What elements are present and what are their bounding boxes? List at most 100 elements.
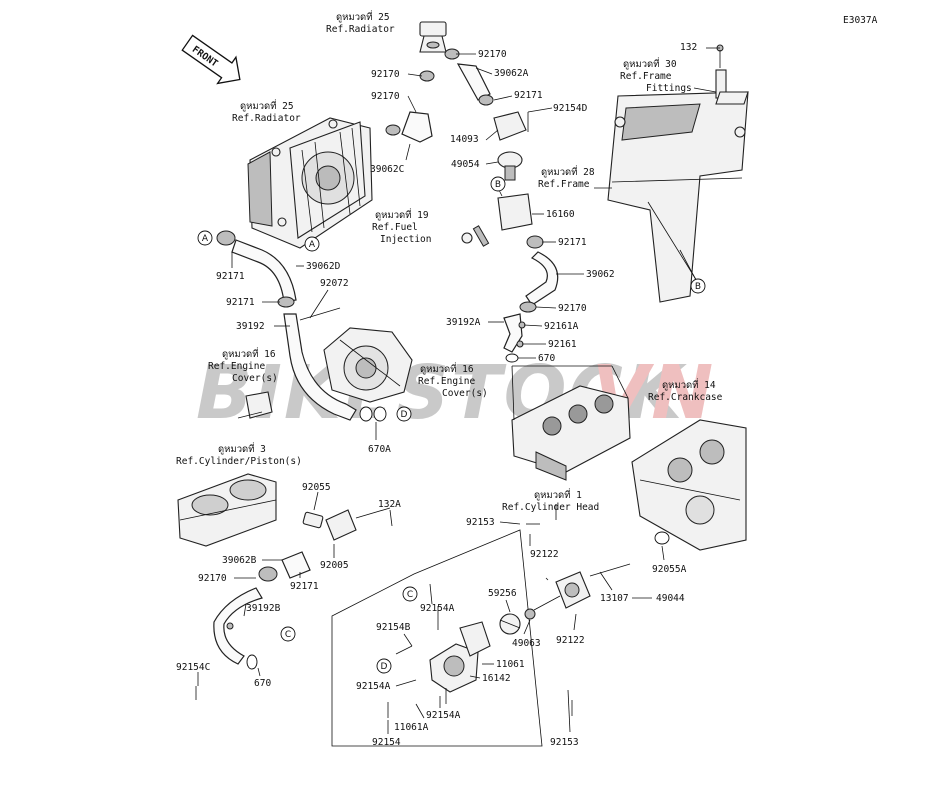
svg-text:Injection: Injection xyxy=(380,234,431,245)
lower-left-pipes-illustration xyxy=(195,507,391,700)
radiator-illustration xyxy=(247,117,373,249)
part-number: 92122 xyxy=(530,549,559,560)
part-number: 39062D xyxy=(306,261,341,272)
part-number: 39192B xyxy=(246,603,281,614)
svg-text:ดูหมวดที่ 28: ดูหมวดที่ 28 xyxy=(541,165,595,178)
svg-text:B: B xyxy=(495,180,501,190)
svg-text:C: C xyxy=(285,630,291,640)
cylinder-head-illustration xyxy=(511,365,631,481)
part-number: 39062A xyxy=(494,68,529,79)
part-number: 670A xyxy=(368,444,391,455)
part-number: 92161A xyxy=(544,321,579,332)
svg-text:ดูหมวดที่ 25: ดูหมวดที่ 25 xyxy=(240,99,294,112)
part-number: 14093 xyxy=(450,134,479,145)
part-number: 92170 xyxy=(371,69,400,80)
svg-text:C: C xyxy=(407,590,413,600)
part-number: 92154B xyxy=(376,622,411,633)
svg-text:B: B xyxy=(695,282,701,292)
svg-text:Cover(s): Cover(s) xyxy=(442,388,488,399)
ref-crankcase: ดูหมวดที่ 14 Ref.Crankcase xyxy=(648,378,723,403)
svg-text:ดูหมวดที่ 1: ดูหมวดที่ 1 xyxy=(534,488,582,501)
svg-text:Ref.Fuel: Ref.Fuel xyxy=(372,222,418,233)
callout-b-hose: B xyxy=(490,176,506,192)
leader-lines xyxy=(197,47,720,734)
cylinder-illustration xyxy=(177,473,277,547)
part-number: 92055 xyxy=(302,482,331,493)
part-number: 92161 xyxy=(548,339,577,350)
part-number: 92170 xyxy=(198,573,227,584)
part-number: 92154C xyxy=(176,662,210,673)
part-number: 92154A xyxy=(356,681,391,692)
part-number: 92154A xyxy=(420,603,455,614)
svg-text:ดูหมวดที่ 19: ดูหมวดที่ 19 xyxy=(375,208,429,221)
callout-c-pump: C xyxy=(402,586,418,602)
part-number: 49044 xyxy=(656,593,685,604)
svg-text:ดูหมวดที่ 16: ดูหมวดที่ 16 xyxy=(420,362,474,375)
part-number: 39192 xyxy=(236,321,265,332)
ref-frame-fittings: ดูหมวดที่ 30 Ref.Frame Fittings xyxy=(620,57,692,94)
left-hoses-illustration xyxy=(216,230,387,422)
water-pump-illustration xyxy=(331,523,670,747)
svg-text:D: D xyxy=(381,662,388,672)
svg-text:Ref.Cylinder/Piston(s): Ref.Cylinder/Piston(s) xyxy=(176,456,302,467)
part-number: 92170 xyxy=(558,303,587,314)
svg-text:Ref.Crankcase: Ref.Crankcase xyxy=(648,392,723,403)
part-number: 39062 xyxy=(586,269,615,280)
part-number: 132 xyxy=(680,42,697,53)
part-number: 13107 xyxy=(600,593,629,604)
svg-text:ดูหมวดที่ 25: ดูหมวดที่ 25 xyxy=(336,10,390,23)
part-number: 16142 xyxy=(482,673,511,684)
engine-cover-illustration xyxy=(323,327,413,403)
ref-radiator-top: ดูหมวดที่ 25 Ref.Radiator xyxy=(326,10,395,35)
part-number-labels: 92170 39062A 92171 92154D 92170 92170 14… xyxy=(176,42,697,748)
svg-text:Ref.Radiator: Ref.Radiator xyxy=(326,24,395,35)
part-number: 92153 xyxy=(466,517,495,528)
part-number: 92154A xyxy=(426,710,461,721)
svg-text:D: D xyxy=(401,410,408,420)
part-number: 11061 xyxy=(496,659,525,670)
ref-radiator-left: ดูหมวดที่ 25 Ref.Radiator xyxy=(232,99,301,124)
svg-text:Ref.Radiator: Ref.Radiator xyxy=(232,113,301,124)
part-number: 39192A xyxy=(446,317,481,328)
part-number: 16160 xyxy=(546,209,575,220)
callout-c-pipe: C xyxy=(280,626,296,642)
part-number: 92171 xyxy=(558,237,587,248)
part-number: 670 xyxy=(254,678,271,689)
svg-text:Ref.Frame: Ref.Frame xyxy=(538,179,590,190)
svg-text:ดูหมวดที่ 14: ดูหมวดที่ 14 xyxy=(662,378,716,391)
part-number: 92153 xyxy=(550,737,579,748)
part-number: 39062B xyxy=(222,555,257,566)
svg-text:Fittings: Fittings xyxy=(646,83,692,94)
svg-text:A: A xyxy=(309,240,316,250)
part-number: 92005 xyxy=(320,560,349,571)
svg-text:Cover(s): Cover(s) xyxy=(232,373,278,384)
part-number: 92154D xyxy=(553,103,588,114)
part-number: 92170 xyxy=(478,49,507,60)
callout-b-frame: B xyxy=(690,278,706,294)
part-number: 59256 xyxy=(488,588,517,599)
crankcase-illustration xyxy=(631,419,747,551)
part-number: 11061A xyxy=(394,722,429,733)
svg-text:Ref.Cylinder Head: Ref.Cylinder Head xyxy=(502,502,599,513)
ref-frame: ดูหมวดที่ 28 Ref.Frame xyxy=(538,165,595,190)
part-number: 670 xyxy=(538,353,555,364)
svg-text:Ref.Engine: Ref.Engine xyxy=(418,376,475,387)
part-number: 49063 xyxy=(512,638,541,649)
part-number: 39062C xyxy=(370,164,404,175)
part-number: 92055A xyxy=(652,564,687,575)
part-number: 92171 xyxy=(226,297,255,308)
upper-hoses-illustration xyxy=(385,21,559,363)
reference-labels: ดูหมวดที่ 25 Ref.Radiator ดูหมวดที่ 30 R… xyxy=(176,10,723,513)
part-number: 132A xyxy=(378,499,401,510)
part-number: 92072 xyxy=(320,278,349,289)
part-number: 49054 xyxy=(451,159,480,170)
svg-text:A: A xyxy=(202,234,209,244)
ref-fuel-injection: ดูหมวดที่ 19 Ref.Fuel Injection xyxy=(372,208,431,245)
callout-d-pump: D xyxy=(376,658,392,674)
callout-circles: A A B B C C D D xyxy=(197,176,706,674)
svg-text:ดูหมวดที่ 3: ดูหมวดที่ 3 xyxy=(218,442,266,455)
part-number: 92122 xyxy=(556,635,585,646)
ref-engine-cover-mid: ดูหมวดที่ 16 Ref.Engine Cover(s) xyxy=(418,362,488,399)
svg-text:Ref.Frame: Ref.Frame xyxy=(620,71,672,82)
